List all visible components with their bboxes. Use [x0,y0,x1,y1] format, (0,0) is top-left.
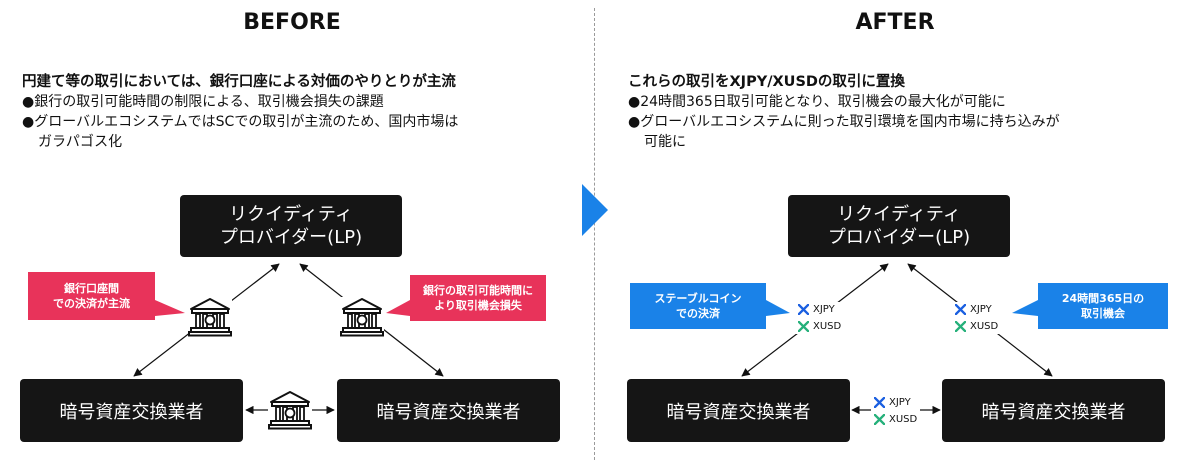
after-bullet-2: ●グローバルエコシステムに則った取引環境を国内市場に持ち込みが [628,114,1060,130]
token-xusd: XUSD [798,321,841,332]
after-exchange-left: 暗号資産交換業者 [627,379,850,442]
before-callout-right-l2: より取引機会損失 [434,299,522,312]
after-heading: AFTER [855,10,935,35]
play-arrow-icon [582,184,608,236]
after-callout-right-l1: 24時間365日の [1061,292,1145,305]
before-callout-right-l1: 銀行の取引可能時間に [423,284,533,297]
before-heading: BEFORE [243,10,341,35]
before-callout-left-l2: での決済が主流 [53,297,130,310]
bank-icon [340,297,384,337]
token-xusd-label: XUSD [970,321,999,332]
token-xjpy: XJPY [798,304,841,315]
before-lp-box: リクイディティ プロバイダー(LP) [180,195,402,257]
after-lp-line1: リクイディティ [837,204,961,225]
token-pair-bottom: XJPY XUSD [871,395,921,427]
before-lead: 円建て等の取引においては、銀行口座による対価のやりとりが主流 [22,74,456,90]
before-callout-tails [155,300,410,316]
after-bullet-1: ●24時間365日取引可能となり、取引機会の最大化が可能に [628,94,1006,110]
before-lp-line1: リクイディティ [229,204,353,225]
token-xjpy: XJPY [874,397,917,408]
after-lp-box: リクイディティ プロバイダー(LP) [788,195,1010,257]
token-xusd: XUSD [955,321,998,332]
before-callout-left: 銀行口座間 での決済が主流 [28,272,155,320]
before-exchange-left: 暗号資産交換業者 [20,379,243,442]
after-callout-left-l1: ステーブルコイン [654,292,742,305]
before-exchange-right: 暗号資産交換業者 [337,379,560,442]
token-xjpy: XJPY [955,304,998,315]
before-callout-left-l1: 銀行口座間 [64,282,119,295]
after-lp-line2: プロバイダー(LP) [827,227,971,248]
after-bullet-2-cont: 可能に [644,134,686,150]
before-bullet-2: ●グローバルエコシステムではSCでの取引が主流のため、国内市場は [22,114,459,130]
token-xusd: XUSD [874,414,917,425]
bank-icon [188,297,232,337]
after-exchange-right: 暗号資産交換業者 [942,379,1165,442]
token-pair-left: XJPY XUSD [795,302,845,334]
before-callout-right: 銀行の取引可能時間に より取引機会損失 [410,275,546,321]
before-bullet-2-cont: ガラパゴス化 [38,134,123,150]
before-bullet-1: ●銀行の取引可能時間の制限による、取引機会損失の課題 [22,94,384,110]
token-pair-right: XJPY XUSD [952,302,1002,334]
token-xusd-label: XUSD [813,321,842,332]
after-callout-left: ステーブルコイン での決済 [630,283,766,329]
token-xjpy-label: XJPY [970,304,992,315]
after-callout-left-l2: での決済 [676,307,720,320]
section-divider [594,8,595,460]
after-callout-right: 24時間365日の 取引機会 [1038,283,1168,329]
token-xjpy-label: XJPY [813,304,835,315]
token-xusd-label: XUSD [889,414,918,425]
token-xjpy-label: XJPY [889,397,911,408]
before-lp-line2: プロバイダー(LP) [219,227,363,248]
after-callout-right-l2: 取引機会 [1081,307,1125,320]
bank-icon [268,390,312,430]
after-lead: これらの取引をXJPY/XUSDの取引に置換 [628,74,905,90]
